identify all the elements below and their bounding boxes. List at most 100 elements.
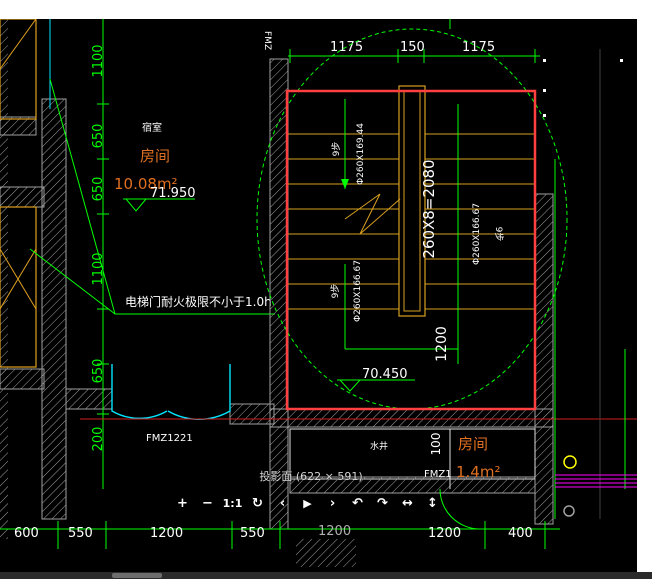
door-swing-right <box>167 364 231 421</box>
wall-mid-block <box>65 388 113 410</box>
door-note: 电梯门耐火极限不小于1.0h <box>125 294 272 309</box>
bottom-dim-5: 1200 <box>428 526 461 541</box>
bottom-room-label: 房间 <box>458 435 488 453</box>
bottom-dim-1: 600 <box>14 526 39 541</box>
wall-left-block-1 <box>0 116 37 136</box>
dim-1200: 1200 <box>434 326 450 362</box>
level-1: 71.950 <box>150 186 196 201</box>
bottom-dim-2: 550 <box>68 526 93 541</box>
chevron-right-icon: › <box>329 495 336 511</box>
left-dims-group: 1100 650 650 1100 650 200 <box>91 44 106 451</box>
top-dim-ticks <box>289 49 536 63</box>
stair-wall-bottom <box>269 408 554 428</box>
stair-right-text: Φ260X166.67 <box>472 203 482 265</box>
actual-size-button[interactable]: 1:1 <box>220 493 245 513</box>
stair-break-line <box>344 193 401 235</box>
stair-wall-left <box>269 58 289 530</box>
level-2: 70.450 <box>362 367 408 382</box>
bottom-room-area: 1.4m² <box>456 463 500 481</box>
chevron-left-icon: ‹ <box>279 495 286 511</box>
left-dim-2: 650 <box>91 124 106 149</box>
bottom-door-tag: FMZ1 <box>424 469 452 480</box>
zoom-in-button[interactable]: + <box>170 493 195 513</box>
door-swing-left <box>111 364 168 420</box>
top-dim-1: 1175 <box>330 40 363 55</box>
step-count-3: 9步 <box>493 227 504 242</box>
play-button[interactable]: ▶ <box>295 493 320 513</box>
wall-door-right <box>229 403 275 425</box>
marker-circle-gray <box>563 505 575 517</box>
stair-left-text-1: Φ260X169.44 <box>356 123 366 185</box>
shaft-dim: 100 <box>429 433 443 456</box>
magenta-lines <box>555 474 637 488</box>
room-area: 10.08m² <box>114 175 178 193</box>
next-button[interactable]: › <box>320 493 345 513</box>
bottom-door-swing <box>439 488 481 530</box>
image-caption: 投影面 (622 × 591) <box>259 470 363 483</box>
top-bar <box>0 0 652 19</box>
minus-icon: − <box>202 495 213 511</box>
elevator-2 <box>0 206 37 368</box>
wall-left-block-3 <box>0 368 45 390</box>
stair-arrow-head <box>341 179 349 189</box>
elevator-diag-3 <box>0 248 37 310</box>
top-dim-2: 150 <box>400 40 425 55</box>
bottom-dim-3: 1200 <box>150 526 183 541</box>
rotate-right-icon: ↷ <box>377 495 388 511</box>
small-dots <box>543 59 623 117</box>
zoom-out-button[interactable]: − <box>195 493 220 513</box>
level-mark-2 <box>339 379 361 392</box>
wall-left-edge <box>0 19 8 539</box>
flip-vertical-icon: ↕ <box>427 495 438 511</box>
marker-circle <box>563 455 577 469</box>
bottom-dim-4: 550 <box>240 526 265 541</box>
rotate-left-button[interactable]: ↶ <box>345 493 370 513</box>
shaft-label: 水井 <box>370 440 388 452</box>
level-mark-1 <box>125 198 147 212</box>
wall-left-block-2 <box>0 186 45 208</box>
rotate-right-button[interactable]: ↷ <box>370 493 395 513</box>
image-viewer[interactable]: 1100 650 650 1100 650 200 宿室 房间 10.08m² … <box>0 19 637 572</box>
refresh-icon: ↻ <box>252 495 263 511</box>
reset-button[interactable]: ↻ <box>245 493 270 513</box>
viewer-toolbar: + − 1:1 ↻ ‹ ▶ › ↶ ↷ ↔ ↕ <box>170 493 445 513</box>
left-dim-4: 1100 <box>91 252 106 285</box>
leader-line-2 <box>29 248 116 315</box>
flip-vertical-button[interactable]: ↕ <box>420 493 445 513</box>
bottom-dims-group: 600 550 1200 550 1200 400 1200 <box>14 524 533 541</box>
left-dim-3: 650 <box>91 177 106 202</box>
one-to-one-icon: 1:1 <box>222 496 243 510</box>
room-label-small: 宿室 <box>142 121 162 134</box>
bottom-partial: 1200 <box>318 524 351 539</box>
previous-button[interactable]: ‹ <box>270 493 295 513</box>
elevator-diag-1 <box>0 19 37 70</box>
play-icon: ▶ <box>303 496 312 510</box>
left-dim-5: 650 <box>91 359 106 384</box>
stair-left-text-2: Φ260X166.67 <box>353 260 363 322</box>
right-strip <box>637 19 652 572</box>
highlight-rectangle <box>285 89 537 411</box>
left-dim-6: 200 <box>91 427 106 452</box>
stair-vertical-dim: 260X8=2080 <box>420 159 438 258</box>
stair-ellipse <box>256 28 568 410</box>
step-count-1: 9步 <box>331 142 342 157</box>
dim-ticks-left <box>97 103 109 415</box>
door-tag: FMZ1221 <box>146 433 193 444</box>
bottom-logo-block <box>296 539 356 567</box>
plus-icon: + <box>177 495 188 511</box>
horizontal-scrollbar[interactable] <box>0 572 652 579</box>
bottom-dim-6: 400 <box>508 526 533 541</box>
wall-left <box>41 98 67 520</box>
scrollbar-thumb[interactable] <box>112 573 162 578</box>
flip-horizontal-button[interactable]: ↔ <box>395 493 420 513</box>
top-tag: FMZ <box>262 31 272 50</box>
elevator-1 <box>0 19 37 120</box>
left-dim-1: 1100 <box>91 44 106 77</box>
stair-central-rail <box>398 85 426 317</box>
rotate-left-icon: ↶ <box>352 495 363 511</box>
bottom-dim-ticks <box>57 521 546 549</box>
step-count-2: 9步 <box>330 284 341 299</box>
room-label: 房间 <box>140 147 170 165</box>
cad-drawing: 1100 650 650 1100 650 200 宿室 房间 10.08m² … <box>0 19 637 567</box>
flip-horizontal-icon: ↔ <box>402 495 413 511</box>
